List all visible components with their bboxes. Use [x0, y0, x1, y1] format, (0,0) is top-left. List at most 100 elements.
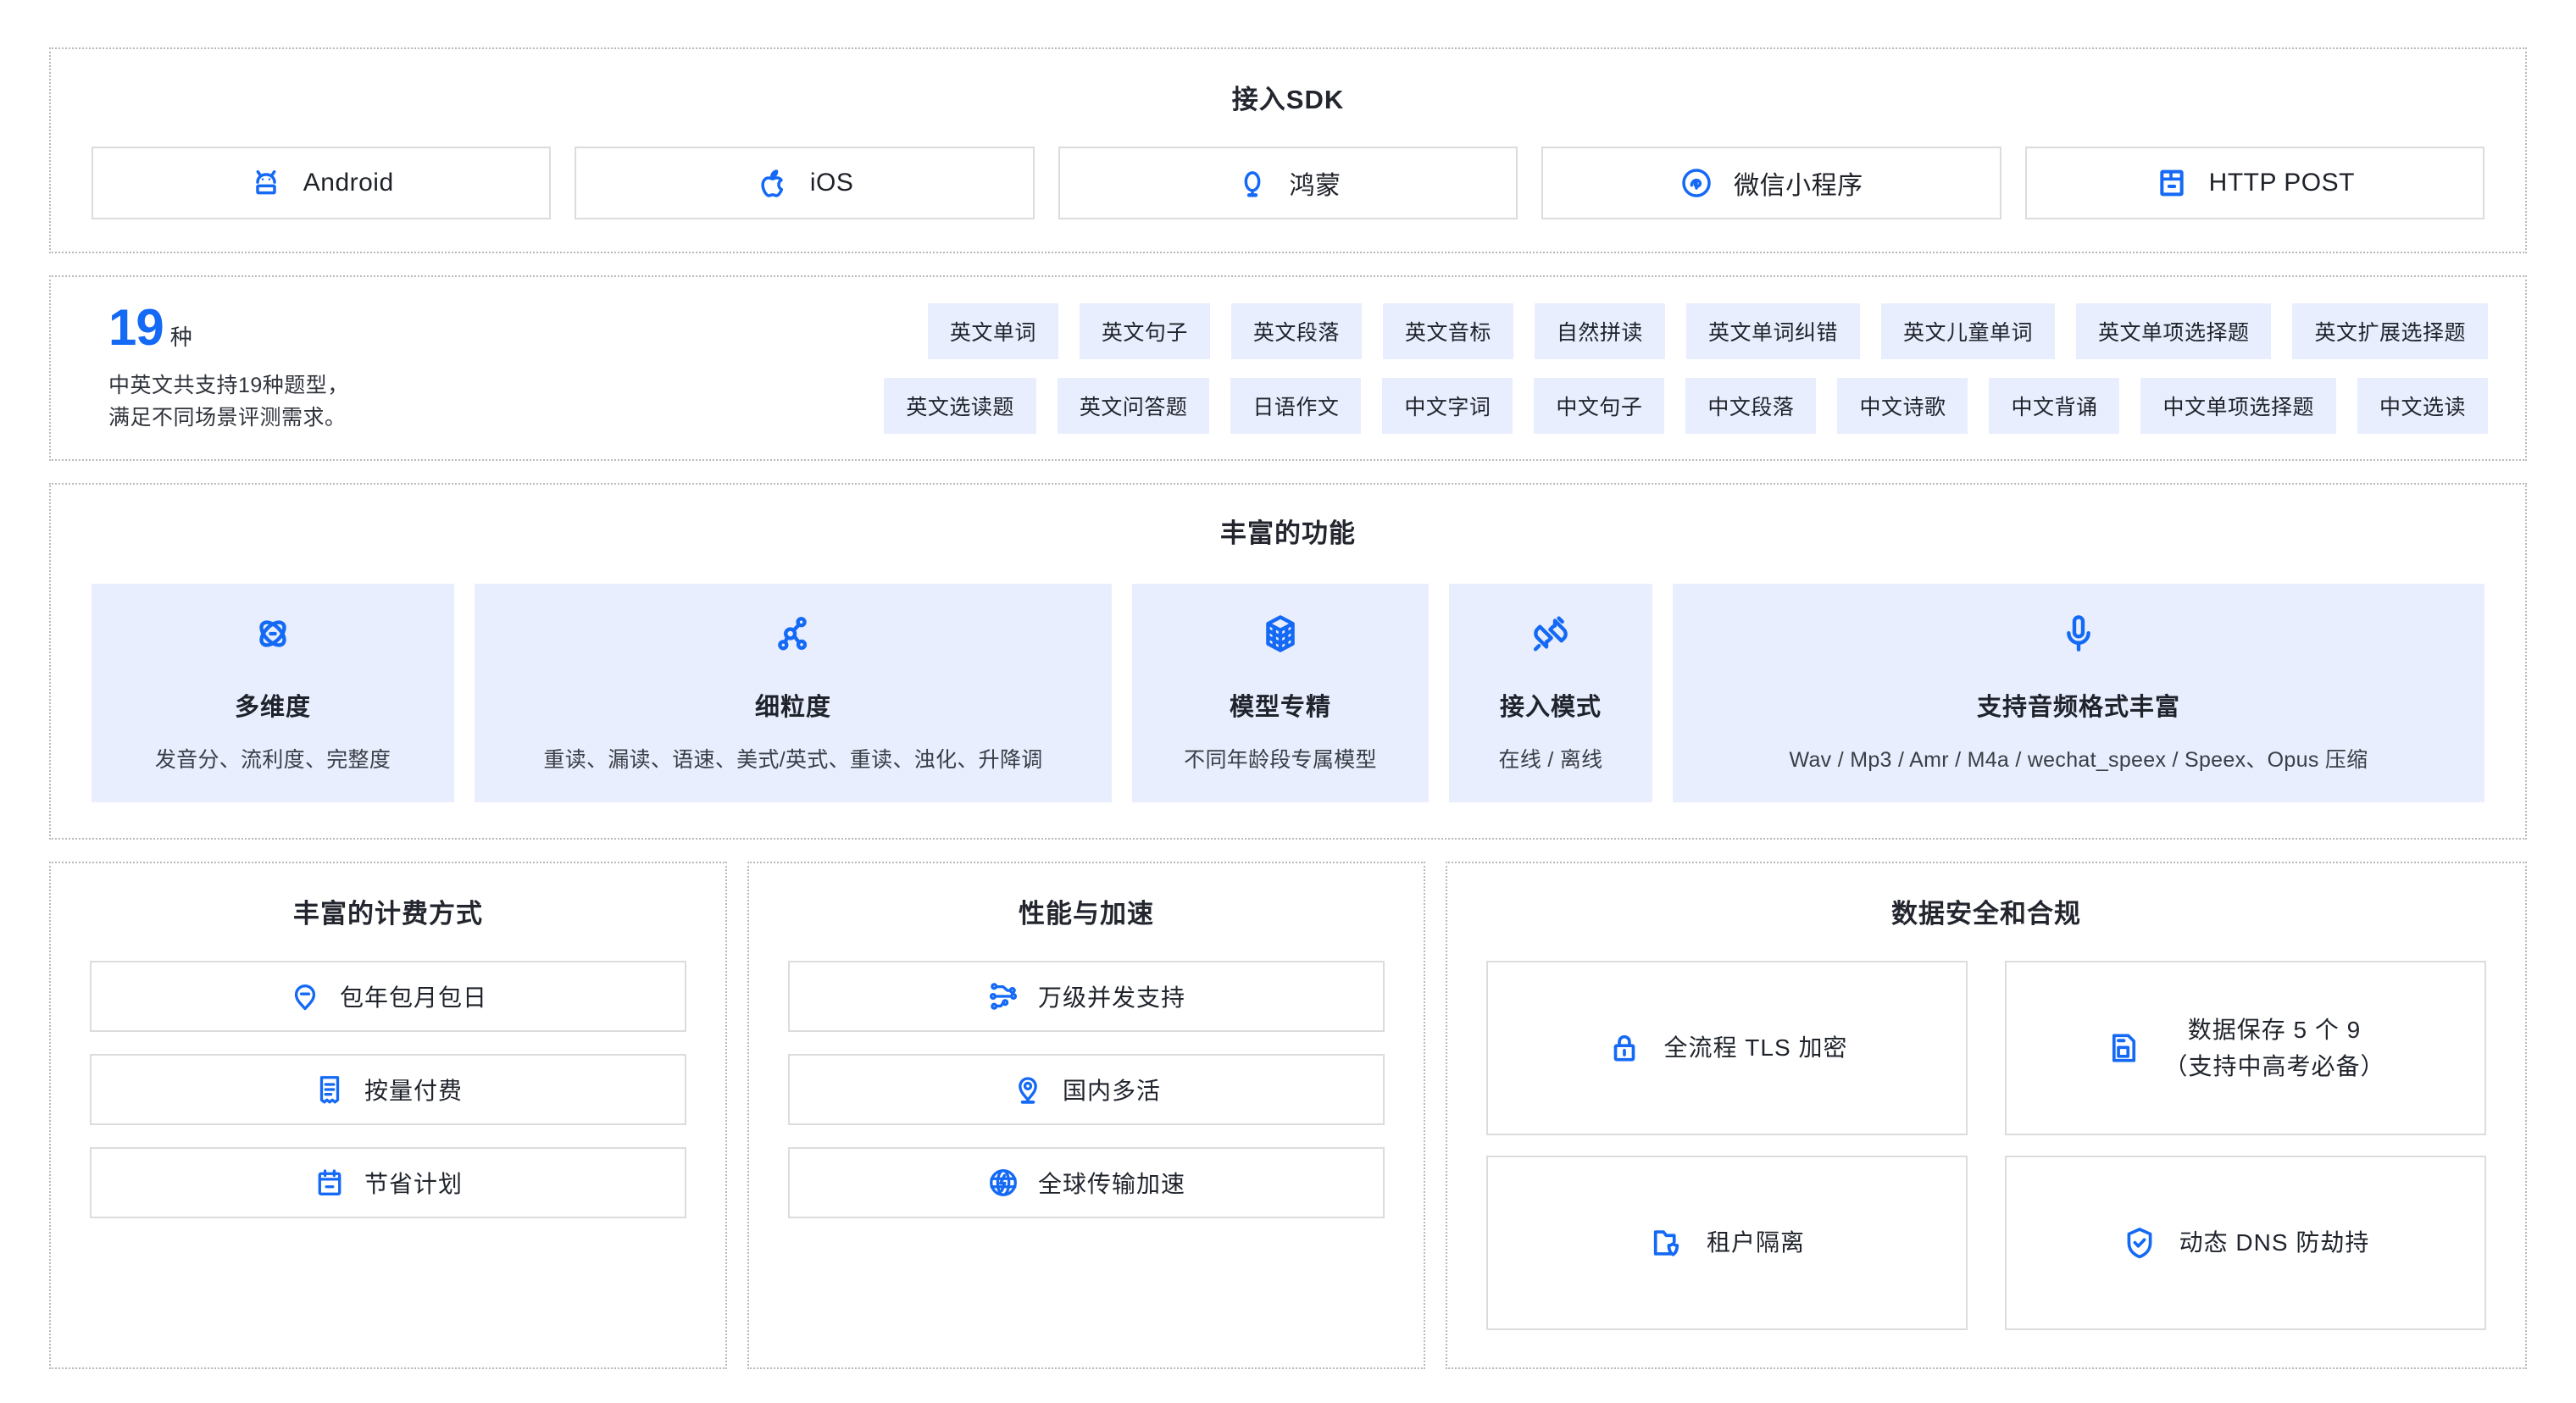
billing-option-pay-as-you-go[interactable]: 按量付费: [90, 1054, 686, 1125]
question-types-row-2: 英文选读题 英文问答题 日语作文 中文字词 中文句子 中文段落 中文诗歌 中文背…: [884, 377, 2488, 434]
question-type-tag[interactable]: 英文儿童单词: [1880, 302, 2055, 359]
plug-icon: [1530, 613, 1572, 655]
sdk-tile-label: 微信小程序: [1734, 172, 1863, 200]
feature-card-multidimension: 多维度 发音分、流利度、完整度: [92, 584, 454, 802]
question-type-tag[interactable]: 英文段落: [1230, 302, 1362, 359]
performance-option-label: 国内多活: [1062, 1078, 1161, 1104]
feature-subtitle: 在线 / 离线: [1498, 748, 1603, 772]
http-post-icon: [2155, 166, 2189, 200]
sdk-tile-label: HTTP POST: [2208, 169, 2355, 197]
performance-option-global-acceleration[interactable]: 全球传输加速: [788, 1147, 1385, 1218]
question-types-tag-container: 英文单词 英文句子 英文段落 英文音标 自然拼读 英文单词纠错 英文儿童单词 英…: [449, 302, 2488, 434]
security-item-label: 数据保存 5 个 9 （支持中高考必备）: [2163, 1016, 2385, 1079]
question-types-row-1: 英文单词 英文句子 英文段落 英文音标 自然拼读 英文单词纠错 英文儿童单词 英…: [927, 302, 2488, 359]
performance-section-title: 性能与加速: [1019, 899, 1154, 929]
feature-subtitle: 重读、漏读、语速、美式/英式、重读、浊化、升降调: [543, 748, 1043, 772]
atom-icon: [252, 613, 294, 655]
security-section: 数据安全和合规 全流程 TLS 加密: [1446, 862, 2527, 1369]
security-item-label: 动态 DNS 防劫持: [2179, 1229, 2370, 1256]
harmonyos-icon: [1235, 166, 1269, 200]
feature-card-row: 多维度 发音分、流利度、完整度: [92, 584, 2484, 802]
billing-section-title: 丰富的计费方式: [293, 899, 483, 929]
performance-section: 性能与加速: [747, 862, 1425, 1369]
microphone-icon: [2057, 613, 2100, 655]
tag-minus-icon: [289, 980, 321, 1012]
feature-card-audio-formats: 支持音频格式丰富 Wav / Mp3 / Amr / M4a / wechat_…: [1673, 584, 2484, 802]
question-type-tag[interactable]: 中文字词: [1382, 377, 1513, 434]
security-section-title: 数据安全和合规: [1891, 899, 2081, 929]
sdk-tile-ios[interactable]: iOS: [575, 147, 1035, 219]
question-types-description: 中英文共支持19种题型， 满足不同场景评测需求。: [108, 374, 349, 430]
map-pin-icon: [1012, 1073, 1044, 1106]
question-type-tag[interactable]: 中文段落: [1685, 377, 1817, 434]
billing-option-label: 包年包月包日: [339, 984, 487, 1011]
sdk-tile-http-post[interactable]: HTTP POST: [2024, 147, 2485, 219]
sdk-section-title: 接入SDK: [1231, 85, 1345, 114]
question-type-tag[interactable]: 中文句子: [1534, 377, 1665, 434]
question-type-tag[interactable]: 自然拼读: [1534, 302, 1665, 359]
feature-subtitle: Wav / Mp3 / Amr / M4a / wechat_speex / S…: [1789, 748, 2368, 772]
question-type-tag[interactable]: 英文音标: [1382, 302, 1513, 359]
cube-grid-icon: [1259, 613, 1302, 655]
billing-section: 丰富的计费方式 包年包月包日: [49, 862, 727, 1369]
question-type-tag[interactable]: 英文单项选择题: [2075, 302, 2272, 359]
sdk-tile-label: Android: [303, 169, 394, 197]
feature-title: 接入模式: [1499, 694, 1602, 721]
sdk-tile-label: iOS: [809, 169, 854, 197]
question-type-tag[interactable]: 中文背诵: [1989, 377, 2120, 434]
sdk-tile-android[interactable]: Android: [92, 147, 552, 219]
billing-option-subscription[interactable]: 包年包月包日: [90, 961, 686, 1032]
sdk-tile-row: Android iOS: [92, 147, 2485, 219]
receipt-icon: [314, 1073, 346, 1106]
security-item-tenant-isolation[interactable]: 租户隔离: [1486, 1156, 1968, 1330]
folder-shield-icon: [1649, 1225, 1685, 1261]
question-type-tag[interactable]: 日语作文: [1230, 377, 1362, 434]
performance-option-multi-az[interactable]: 国内多活: [788, 1054, 1385, 1125]
apple-icon: [756, 166, 790, 200]
feature-subtitle: 发音分、流利度、完整度: [154, 748, 391, 772]
nodes-icon: [772, 613, 814, 655]
security-item-label: 全流程 TLS 加密: [1663, 1034, 1848, 1062]
performance-option-list: 万级并发支持 国内多活: [788, 961, 1385, 1218]
security-item-retention[interactable]: 数据保存 5 个 9 （支持中高考必备）: [2005, 961, 2486, 1135]
performance-option-concurrency[interactable]: 万级并发支持: [788, 961, 1385, 1032]
question-type-tag[interactable]: 英文单词纠错: [1685, 302, 1860, 359]
question-type-tag[interactable]: 英文扩展选择题: [2292, 302, 2488, 359]
question-type-tag[interactable]: 英文单词: [927, 302, 1058, 359]
question-type-tag[interactable]: 中文诗歌: [1837, 377, 1968, 434]
save-disk-icon: [2106, 1030, 2141, 1066]
sdk-tile-wechat-miniprogram[interactable]: 微信小程序: [1541, 147, 2001, 219]
bottom-sections-row: 丰富的计费方式 包年包月包日: [49, 862, 2527, 1369]
performance-option-label: 全球传输加速: [1037, 1171, 1185, 1197]
question-types-count: 19: [108, 299, 164, 356]
lock-icon: [1607, 1030, 1642, 1066]
feature-card-granularity: 细粒度 重读、漏读、语速、美式/英式、重读、浊化、升降调: [475, 584, 1112, 802]
billing-option-label: 节省计划: [364, 1171, 463, 1197]
question-type-tag[interactable]: 英文选读题: [884, 377, 1036, 434]
billing-option-savings-plan[interactable]: 节省计划: [90, 1147, 686, 1218]
question-type-tag[interactable]: 中文选读: [2357, 377, 2488, 434]
wechat-miniprogram-icon: [1679, 166, 1713, 200]
question-type-tag[interactable]: 英文句子: [1079, 302, 1210, 359]
billing-option-label: 按量付费: [364, 1078, 463, 1104]
shield-check-icon: [2122, 1225, 2157, 1261]
sdk-tile-harmonyos[interactable]: 鸿蒙: [1058, 147, 1518, 219]
security-item-grid: 全流程 TLS 加密 数据保存 5 个 9 （支持中高考必备）: [1486, 961, 2486, 1330]
question-type-tag[interactable]: 英文问答题: [1057, 377, 1210, 434]
question-types-unit: 种: [169, 324, 193, 350]
feature-card-access-mode: 接入模式 在线 / 离线: [1449, 584, 1652, 802]
security-item-dns-protection[interactable]: 动态 DNS 防劫持: [2005, 1156, 2486, 1330]
sdk-tile-label: 鸿蒙: [1289, 172, 1341, 200]
feature-subtitle: 不同年龄段专属模型: [1184, 748, 1377, 772]
globe-bolt-icon: [987, 1167, 1019, 1199]
calendar-icon: [314, 1167, 346, 1199]
question-type-tag[interactable]: 中文单项选择题: [2140, 377, 2336, 434]
feature-title: 支持音频格式丰富: [1976, 694, 2180, 721]
sdk-section: 接入SDK Android: [49, 47, 2527, 253]
performance-option-label: 万级并发支持: [1037, 984, 1185, 1011]
security-item-tls[interactable]: 全流程 TLS 加密: [1486, 961, 1968, 1135]
